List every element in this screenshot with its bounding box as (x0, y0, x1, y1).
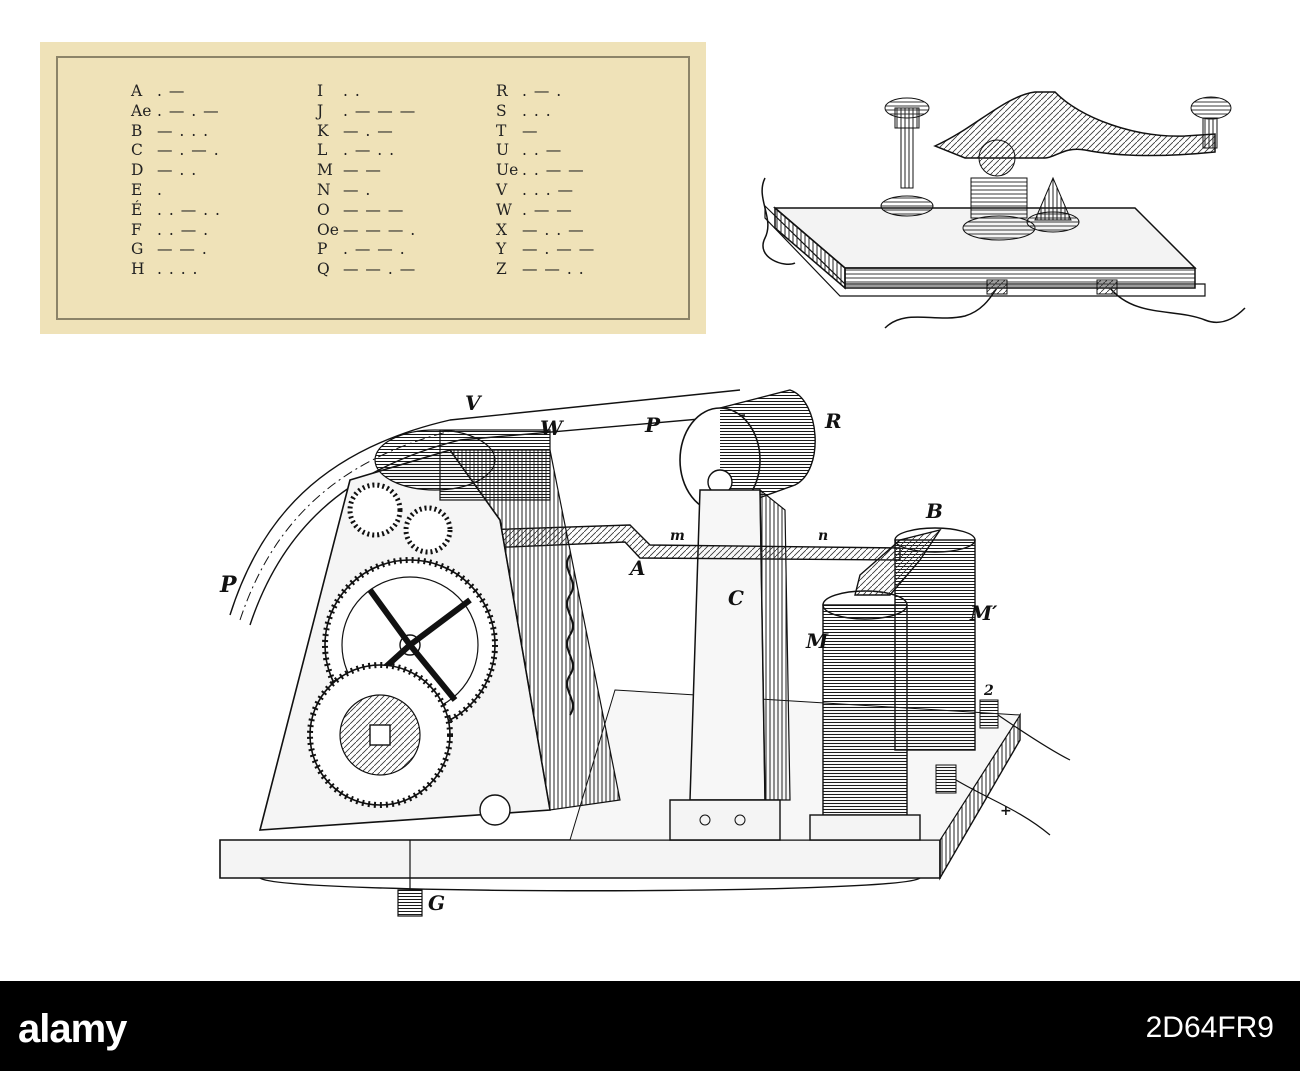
label-b: B (925, 499, 943, 523)
morse-code: . — — . (343, 240, 406, 259)
morse-row: É. . — . . (131, 200, 221, 219)
morse-column-1: A. —Ae. — . —B— . . .C— . — .D— . .E.É.… (131, 82, 221, 280)
morse-row: I. . (317, 82, 361, 100)
morse-code: . . (343, 82, 361, 100)
morse-row: X— . . — (496, 220, 585, 239)
label-p-left: P (219, 572, 238, 598)
watermark-bar: alamy 2D64FR9 (0, 981, 1300, 1071)
morse-row: Z— — . . (496, 260, 585, 279)
table-frame (56, 56, 690, 320)
label-c: C (728, 586, 744, 610)
morse-code-table: A. —Ae. — . —B— . . .C— . — .D— . .E.É.… (40, 42, 706, 334)
morse-code: . . — . (157, 220, 210, 239)
morse-code: . — — — (343, 101, 417, 120)
label-w: W (540, 416, 565, 440)
morse-code: . — . — (157, 101, 220, 120)
morse-code: — — . . (522, 260, 585, 279)
morse-code: — — . (157, 240, 208, 259)
morse-code: . — . . (343, 141, 396, 160)
telegraph-key-illustration (735, 88, 1255, 338)
morse-row: F. . — . (131, 220, 210, 239)
morse-code: . . — (522, 141, 563, 160)
morse-code: — . (343, 180, 372, 199)
label-m-prime: M′ (969, 601, 998, 625)
morse-row: Q— — . — (317, 260, 417, 279)
label-g: G (428, 891, 445, 915)
label-two: 2 (983, 683, 994, 699)
image-id: 2D64FR9 (1145, 1011, 1274, 1044)
morse-code: — (522, 121, 539, 140)
morse-row: C— . — . (131, 141, 220, 160)
morse-row: A. — (131, 82, 186, 100)
morse-code: — . — (343, 121, 394, 140)
morse-code: . (157, 180, 163, 199)
morse-row: Ae. — . — (131, 101, 220, 120)
morse-row: O— — — (317, 200, 405, 219)
label-r: R (824, 409, 842, 433)
morse-row: Y— . — — (496, 240, 596, 259)
morse-code: — . — — (522, 240, 596, 259)
morse-row: B— . . . (131, 121, 210, 140)
morse-row: L. — . . (317, 141, 396, 160)
label-v: V (465, 391, 483, 415)
label-a: A (628, 556, 646, 580)
morse-row: U. . — (496, 141, 563, 160)
morse-row: P. — — . (317, 240, 406, 259)
label-plus: + (1000, 803, 1012, 819)
morse-row: W. — — (496, 200, 573, 219)
morse-row: M— — (317, 161, 382, 180)
morse-row: N— . (317, 180, 372, 199)
morse-code: — . . . (157, 121, 210, 140)
morse-code: — — — (343, 200, 405, 219)
morse-code: — . . (157, 161, 198, 180)
morse-row: G— — . (131, 240, 208, 259)
morse-code: . — (157, 82, 186, 100)
label-m-small: m (670, 528, 685, 544)
morse-code: — . — . (157, 141, 220, 160)
morse-row: D— . . (131, 161, 198, 180)
morse-code: . — . (522, 82, 563, 100)
telegraph-key-drawing (761, 91, 1246, 329)
morse-code: . . . — (522, 180, 575, 199)
morse-code: — . . — (522, 220, 585, 239)
morse-row: E. (131, 180, 163, 199)
alamy-logo: alamy (18, 1007, 127, 1051)
morse-recorder-drawing: V W P R P A C M M′ B G m n 2 + (219, 389, 1071, 917)
label-p-top: P (644, 413, 661, 437)
morse-row: V. . . — (496, 180, 575, 199)
morse-recorder-illustration: V W P R P A C M M′ B G m n 2 + (200, 370, 1080, 930)
morse-row: K— . — (317, 121, 394, 140)
morse-row: R. — . (496, 82, 563, 100)
morse-code: — — — . (343, 220, 417, 239)
morse-row: Oe— — — . (317, 220, 417, 239)
label-n-small: n (818, 528, 828, 544)
morse-code: . — — (522, 200, 573, 219)
morse-row: H. . . . (131, 260, 199, 279)
morse-code: — — (343, 161, 382, 180)
morse-code: — — . — (343, 260, 417, 279)
morse-row: S. . . (496, 101, 552, 120)
morse-code: . . . . (157, 260, 199, 279)
morse-column-2: I. .J. — — —K— . —L. — . .M— —N— .O— — —… (317, 82, 416, 280)
morse-row: Ue. . — — (496, 161, 585, 180)
morse-code: . . — . . (157, 200, 221, 219)
morse-column-3: R. — .S. . .T—U. . —Ue. . — —V. . . —W. … (496, 82, 595, 280)
morse-row: J. — — — (317, 101, 417, 120)
morse-code: . . — — (522, 161, 585, 180)
morse-row: T— (496, 121, 539, 140)
morse-code: . . . (522, 101, 552, 120)
label-m: M (805, 629, 829, 653)
